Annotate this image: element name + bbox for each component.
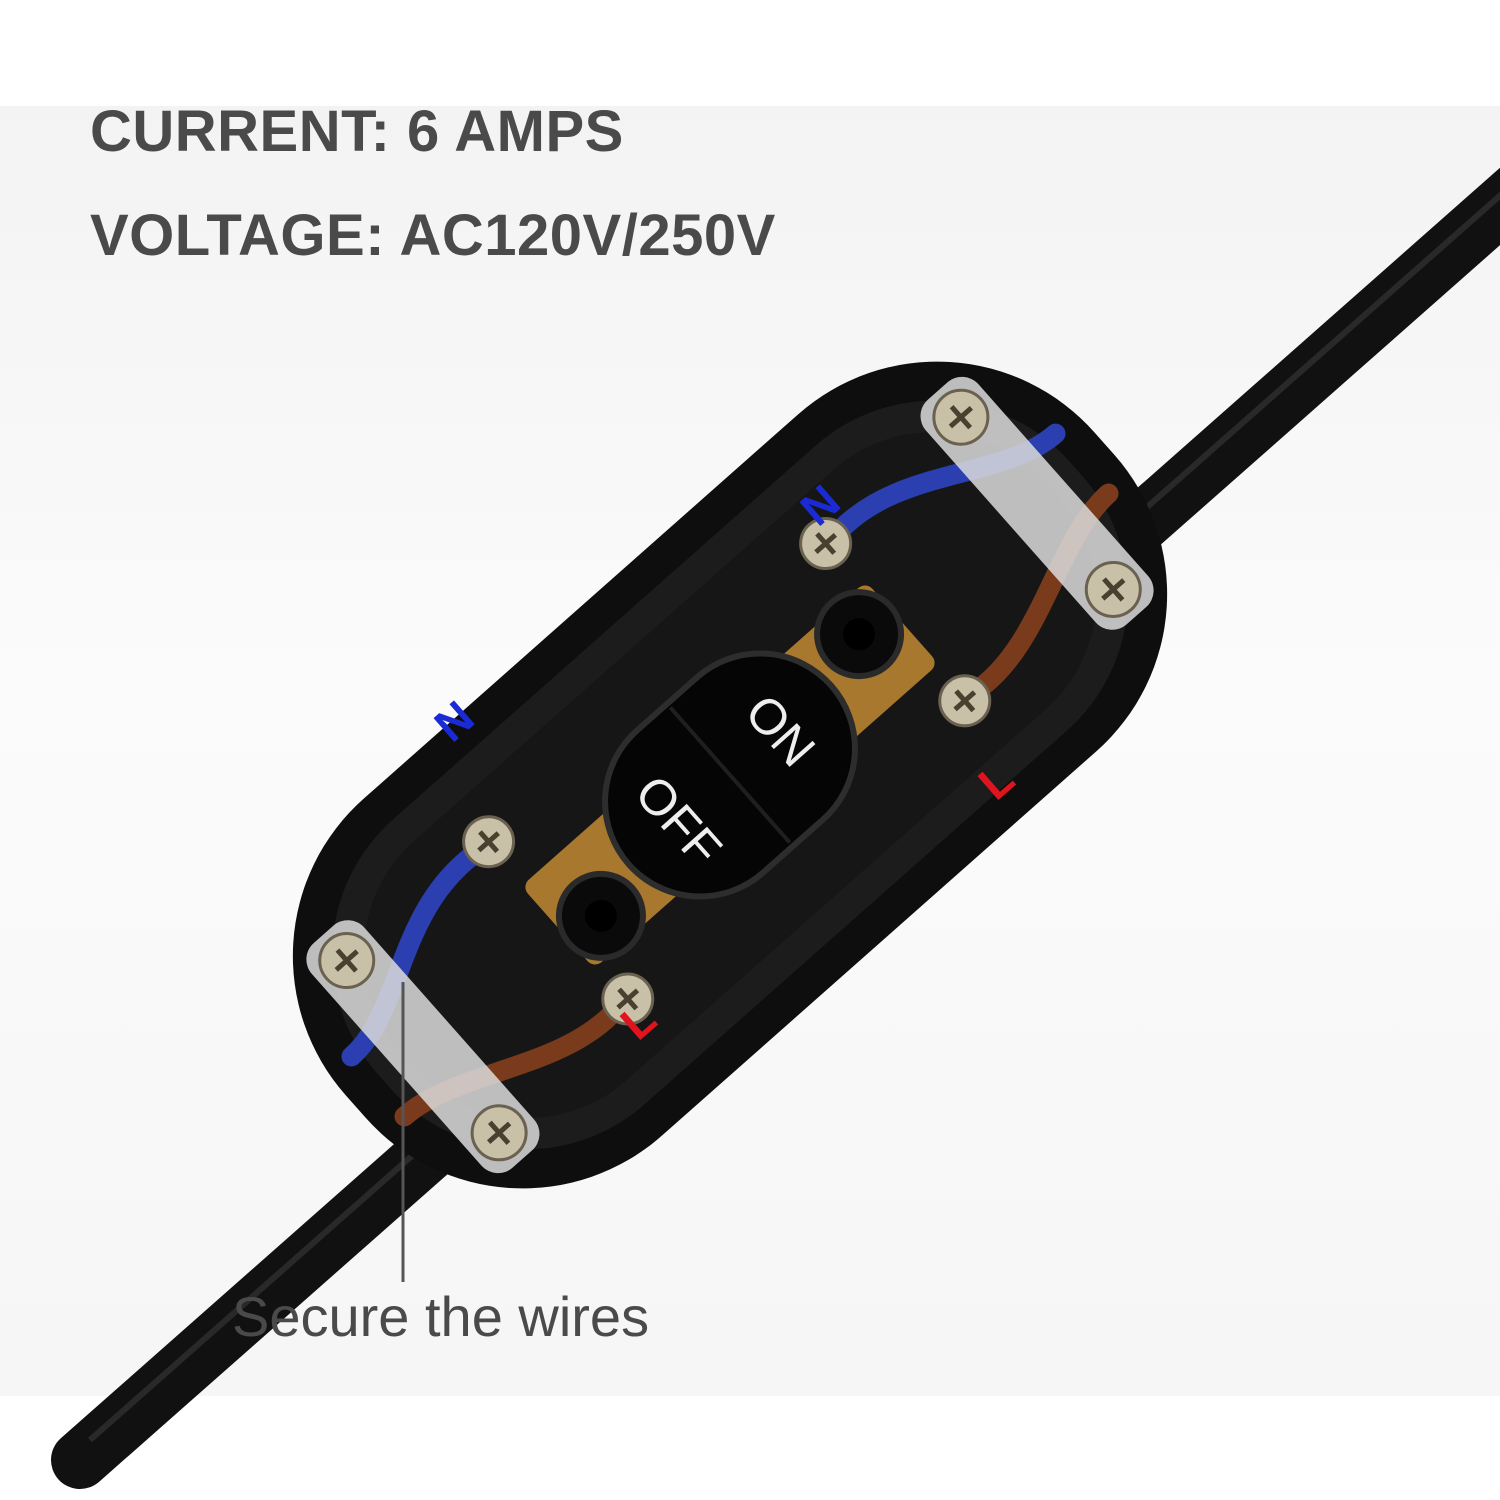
screw-clamp-left-bottom: [470, 1104, 528, 1162]
screw-terminal-live-left: [601, 972, 655, 1026]
rocker-divider: [668, 706, 792, 844]
callout-label: Secure the wires: [232, 1285, 650, 1348]
grommet-right-hole: [843, 618, 876, 651]
screw-terminal-neutral-left: [462, 815, 516, 869]
screw-terminal-neutral-right: [799, 517, 853, 571]
current-rating: CURRENT: 6 AMPS: [90, 99, 624, 164]
wire-clamp-right: [920, 376, 1154, 630]
voltage-rating: VOLTAGE: AC120V/250V: [90, 203, 776, 268]
screw-clamp-right-top: [932, 388, 990, 446]
screw-clamp-right-bottom: [1084, 560, 1142, 618]
grommet-left-hole: [584, 899, 617, 932]
screw-terminal-live-right: [938, 674, 992, 728]
screw-clamp-left-top: [318, 932, 376, 990]
switch-housing-group: OFF ON: [292, 361, 1168, 1189]
wire-clamp-left: [306, 920, 540, 1174]
